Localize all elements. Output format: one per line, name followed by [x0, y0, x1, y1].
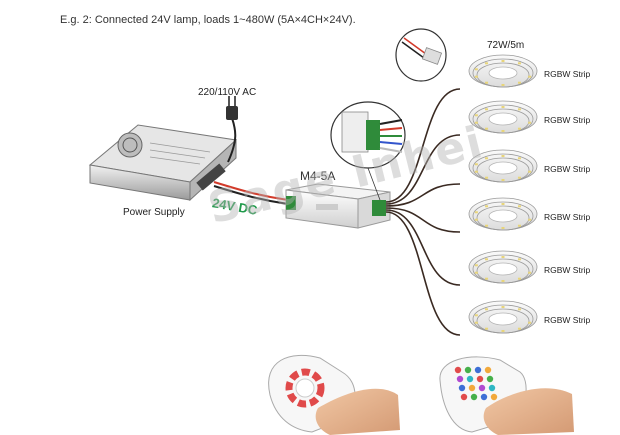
strip-reel-4	[468, 197, 538, 231]
strip-label-2: RGBW Strip	[544, 115, 591, 125]
remote-key	[476, 375, 484, 383]
power-supply-label: Power Supply	[123, 207, 185, 218]
remote-key	[454, 366, 462, 374]
remote-key	[470, 393, 478, 401]
remote-key	[458, 384, 466, 392]
remote-colorwheel	[268, 354, 400, 435]
page-heading: E.g. 2: Connected 24V lamp, loads 1~480W…	[60, 14, 356, 26]
strip-reel-2	[468, 100, 538, 134]
output-wires	[385, 88, 461, 336]
strips	[468, 54, 538, 334]
strip-label-5: RGBW Strip	[544, 265, 591, 275]
mains-voltage-label: 220/110V AC	[198, 87, 257, 98]
strip-label-4: RGBW Strip	[544, 212, 591, 222]
connector-zoom-inset	[395, 28, 447, 82]
output-wire-1	[385, 88, 461, 203]
controller-m4-5a	[285, 183, 391, 229]
strip-rating-label: 72W/5m	[487, 40, 525, 51]
remote-keypad	[439, 356, 574, 435]
remote-key	[488, 384, 496, 392]
remote-key	[464, 366, 472, 374]
remote-key	[486, 375, 494, 383]
strip-label-3: RGBW Strip	[544, 164, 591, 174]
output-wire-6	[385, 211, 461, 336]
strip-reel-1	[468, 54, 538, 88]
output-wire-5	[385, 209, 461, 286]
controller-model-label: M4-5A	[300, 169, 336, 183]
color-wheel-icon	[285, 368, 325, 408]
remote-key	[478, 384, 486, 392]
output-wire-3	[385, 183, 461, 207]
remote-key	[468, 384, 476, 392]
strip-label-1: RGBW Strip	[544, 69, 591, 79]
remote-key	[474, 366, 482, 374]
output-wire-4	[385, 207, 461, 233]
dc-wires	[213, 181, 289, 205]
remote-key	[466, 375, 474, 383]
keypad-buttons	[454, 366, 498, 401]
remote-key	[484, 366, 492, 374]
strip-reel-5	[468, 250, 538, 284]
strip-reel-3	[468, 149, 538, 183]
output-wire-2	[385, 134, 461, 205]
strip-label-6: RGBW Strip	[544, 315, 591, 325]
remote-key	[490, 393, 498, 401]
terminal-zoom-inset	[330, 101, 406, 201]
remote-key	[480, 393, 488, 401]
remote-key	[460, 393, 468, 401]
remote-key	[456, 375, 464, 383]
ac-plug	[226, 96, 238, 163]
power-supply	[88, 124, 238, 202]
strip-reel-6	[468, 300, 538, 334]
